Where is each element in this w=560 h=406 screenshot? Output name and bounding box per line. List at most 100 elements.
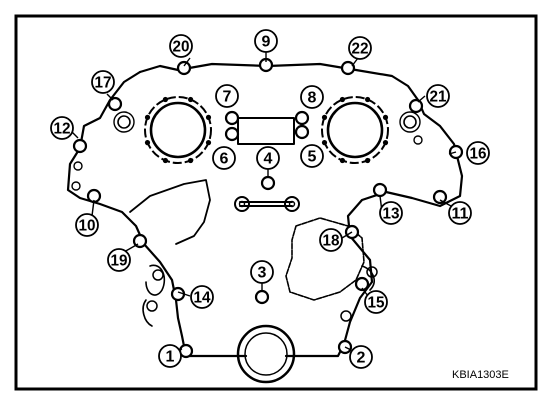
callout-circle bbox=[91, 70, 115, 94]
callout-16: 16 bbox=[466, 141, 490, 165]
callout-circle bbox=[349, 345, 373, 369]
left-cam-opening bbox=[144, 96, 212, 164]
callout-number: 6 bbox=[220, 151, 229, 168]
callout-21: 21 bbox=[426, 84, 450, 108]
cam-lugs bbox=[144, 96, 389, 164]
callout-number: 16 bbox=[470, 146, 487, 163]
callout-circle bbox=[348, 36, 372, 60]
cam-lug-right-8 bbox=[382, 114, 389, 120]
right-cam-opening bbox=[321, 96, 389, 164]
callout-number: 1 bbox=[166, 349, 175, 366]
callout-circle bbox=[250, 260, 274, 284]
callout-20: 20 bbox=[169, 34, 193, 58]
callout-circle bbox=[254, 29, 278, 53]
callout-10: 10 bbox=[75, 213, 99, 237]
callout-14: 14 bbox=[190, 285, 214, 309]
bolt-15 bbox=[354, 276, 370, 292]
callout-12: 12 bbox=[50, 116, 74, 140]
callout-number: 2 bbox=[357, 350, 366, 367]
bolt-7 bbox=[224, 110, 240, 126]
callout-number: 7 bbox=[223, 89, 232, 106]
callout-number: 4 bbox=[264, 151, 273, 168]
callout-circle bbox=[300, 85, 324, 109]
callout-15: 15 bbox=[364, 290, 388, 314]
callout-17: 17 bbox=[91, 70, 115, 94]
bolt-11 bbox=[432, 189, 448, 205]
bolt-4 bbox=[260, 175, 276, 191]
callout-5: 5 bbox=[300, 144, 324, 168]
part-code-label: KBIA1303E bbox=[452, 369, 509, 381]
callout-circle bbox=[379, 201, 403, 225]
bolt-13 bbox=[372, 182, 388, 198]
cam-lug-right-3 bbox=[339, 157, 345, 164]
bolt-20 bbox=[176, 60, 192, 76]
callout-11: 11 bbox=[448, 201, 472, 225]
bolt-6 bbox=[224, 126, 240, 142]
bolt-17 bbox=[107, 96, 123, 112]
callout-number: 19 bbox=[111, 253, 128, 270]
cam-lug-right-7 bbox=[365, 96, 371, 103]
callout-number: 11 bbox=[452, 206, 469, 223]
callout-number: 13 bbox=[383, 206, 400, 223]
callout-number: 10 bbox=[79, 218, 96, 235]
cam-lug-left-2 bbox=[188, 157, 194, 164]
callout-circle bbox=[169, 34, 193, 58]
cam-lug-right-4 bbox=[321, 140, 328, 146]
callout-19: 19 bbox=[107, 248, 131, 272]
callout-number: 12 bbox=[54, 121, 71, 138]
callout-number: 20 bbox=[173, 39, 190, 56]
callout-number: 18 bbox=[323, 233, 340, 250]
callout-circle bbox=[158, 344, 182, 368]
bolt-5 bbox=[294, 124, 310, 140]
callout-circle bbox=[212, 146, 236, 170]
callout-number: 22 bbox=[352, 41, 369, 58]
callout-circle bbox=[364, 290, 388, 314]
callout-7: 7 bbox=[215, 84, 239, 108]
bolt-12 bbox=[72, 138, 88, 154]
callout-number: 3 bbox=[258, 265, 267, 282]
callout-number: 15 bbox=[368, 295, 385, 312]
cam-lug-right-2 bbox=[365, 157, 371, 164]
callout-4: 4 bbox=[256, 146, 280, 170]
cam-lug-right-1 bbox=[382, 140, 389, 146]
callout-circle bbox=[300, 144, 324, 168]
callout-circle bbox=[75, 213, 99, 237]
cam-lug-left-7 bbox=[188, 96, 194, 103]
callout-circle bbox=[319, 228, 343, 252]
callout-circle bbox=[50, 116, 74, 140]
callout-number: 14 bbox=[194, 290, 211, 307]
callout-number: 17 bbox=[95, 75, 112, 92]
callout-circle bbox=[190, 285, 214, 309]
callout-number: 9 bbox=[262, 34, 271, 51]
callout-circle bbox=[466, 141, 490, 165]
bolt-8 bbox=[294, 110, 310, 126]
cam-lug-left-6 bbox=[162, 96, 168, 103]
callout-circle bbox=[426, 84, 450, 108]
bolt-22 bbox=[340, 60, 356, 76]
callout-number: 21 bbox=[430, 89, 447, 106]
cam-lug-left-3 bbox=[162, 157, 168, 164]
bolt-markers bbox=[72, 57, 464, 359]
callout-13: 13 bbox=[379, 201, 403, 225]
bolt-3 bbox=[254, 289, 270, 305]
callout-circle bbox=[107, 248, 131, 272]
cam-lug-right-5 bbox=[321, 114, 328, 120]
cam-lug-left-8 bbox=[205, 114, 212, 120]
callout-number: 8 bbox=[308, 90, 317, 107]
gasket-outline bbox=[66, 62, 464, 384]
callout-circle bbox=[256, 146, 280, 170]
callout-circle bbox=[215, 84, 239, 108]
callout-9: 9 bbox=[254, 29, 278, 53]
cam-lug-left-5 bbox=[144, 114, 151, 120]
cam-lug-left-4 bbox=[144, 140, 151, 146]
callout-2: 2 bbox=[349, 345, 373, 369]
callout-6: 6 bbox=[212, 146, 236, 170]
cam-lug-left-1 bbox=[205, 140, 212, 146]
callout-8: 8 bbox=[300, 85, 324, 109]
callout-18: 18 bbox=[319, 228, 343, 252]
callout-22: 22 bbox=[348, 36, 372, 60]
diagram-frame bbox=[14, 14, 538, 391]
callout-circle bbox=[448, 201, 472, 225]
